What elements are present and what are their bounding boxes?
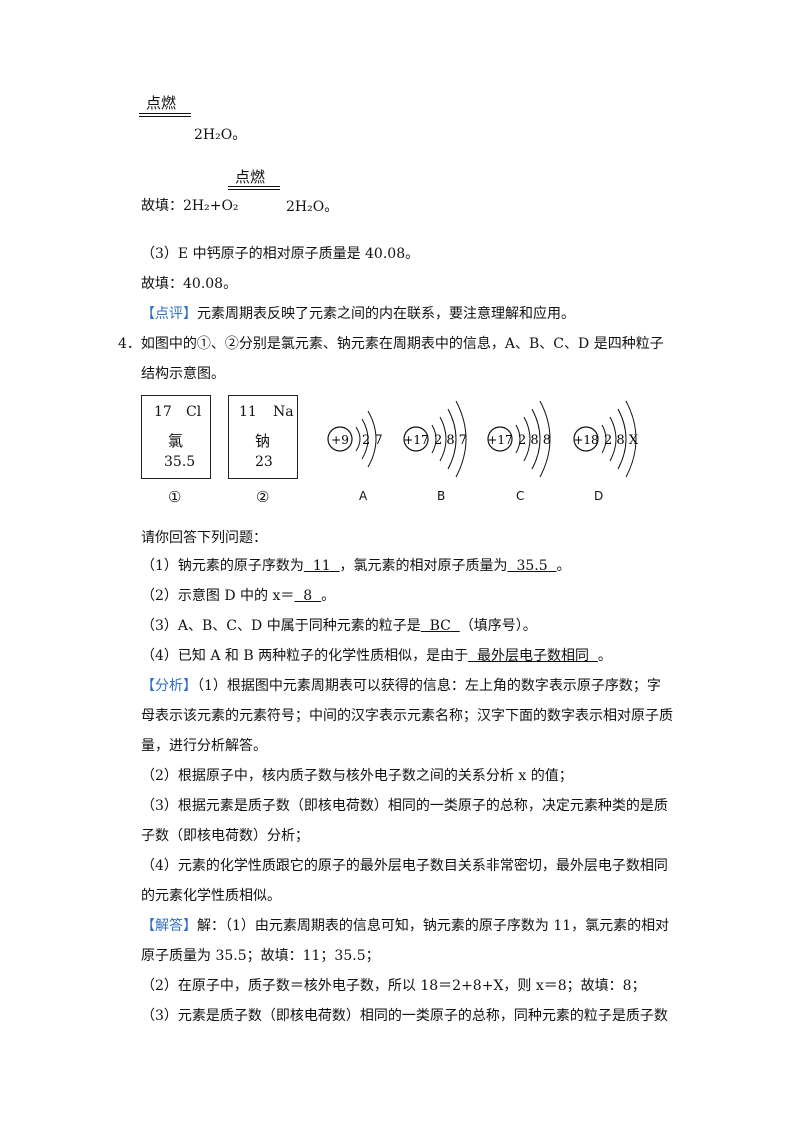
solution-text-1: 解：（1）由元素周期表的信息可知，钠元素的原子序数为 11，氯元素的相对: [197, 918, 670, 934]
analysis-text-1: （1）根据图中元素周期表可以获得的信息：左上角的数字表示原子序数；字: [197, 678, 661, 694]
subquestion-1-text-2: ，氯元素的相对原子质量为: [339, 558, 508, 574]
subquestion-4-end: 。: [597, 648, 612, 664]
subquestion-1: （1）钠元素的原子序数为 11 ，氯元素的相对原子质量为 35.5 。: [141, 556, 571, 576]
figure-label-1: ①: [168, 488, 182, 506]
solution-line-3: （2）在原子中，质子数＝核外电子数，所以 18＝2+8+X，则 x＝8；故填：8…: [141, 978, 646, 994]
answer-blank-1: 11: [303, 558, 340, 574]
shells-a: 2 7: [362, 433, 383, 448]
analysis-line-6: 子数（即核电荷数）分析；: [141, 828, 309, 844]
comment-text: 元素周期表反映了元素之间的内在联系，要注意理解和应用。: [197, 306, 575, 322]
shells-b: 2 8 7: [434, 433, 467, 448]
atomic-mass: 23: [255, 454, 273, 470]
nucleus-c: +17: [487, 433, 512, 447]
nucleus-a: +9: [331, 433, 349, 447]
comment-line: 【点评】元素周期表反映了元素之间的内在联系，要注意理解和应用。: [141, 304, 575, 324]
questions-intro: 请你回答下列问题：: [141, 530, 267, 546]
solution-line-4: （3）元素是质子数（即核电荷数）相同的一类原子的总称，同种元素的粒子是质子数: [141, 1008, 668, 1024]
subquestion-2: （2）示意图 D 中的 x＝ 8 。: [141, 586, 335, 606]
particle-b: +17 2 8 7: [403, 400, 467, 478]
figure-label-a: A: [359, 489, 368, 503]
subquestion-1-text: （1）钠元素的原子序数为: [141, 558, 304, 574]
question4-line1: 4．如图中的①、②分别是氯元素、钠元素在周期表中的信息，A、B、C、D 是四种粒…: [118, 336, 664, 352]
figure-label-b: B: [437, 489, 446, 503]
nucleus-d: +18: [573, 433, 598, 447]
analysis-line-5: （3）根据元素是质子数（即核电荷数）相同的一类原子的总称，决定元素种类的是质: [141, 798, 668, 814]
reaction-condition-2: 点燃: [235, 168, 266, 186]
analysis-line-3: 量，进行分析解答。: [141, 738, 267, 754]
subquestion-3: （3）A、B、C、D 中属于同种元素的粒子是 BC （填序号）。: [141, 616, 537, 636]
product-text-1: 2H₂O。: [194, 127, 247, 143]
question4-line2: 结构示意图。: [141, 366, 225, 382]
answer-blank-2: 35.5: [507, 558, 557, 574]
element-symbol: Cl: [186, 404, 202, 420]
answer-equation: 故填：2H₂+O₂: [141, 196, 239, 216]
element-symbol: Na: [273, 404, 294, 420]
nucleus-b: +17: [403, 433, 428, 447]
solution-line-1: 【解答】解：（1）由元素周期表的信息可知，钠元素的原子序数为 11，氯元素的相对: [141, 916, 669, 936]
solution-tag: 【解答】: [141, 918, 197, 934]
subquestion-2-text: （2）示意图 D 中的 x＝: [141, 588, 295, 604]
element-name: 氯: [168, 432, 184, 450]
answer-product: 2H₂O。: [286, 199, 339, 215]
analysis-line-4: （2）根据原子中，核内质子数与核外电子数之间的关系分析 x 的值；: [141, 768, 573, 784]
part3-statement: （3）E 中钙原子的相对原子质量是 40.08。: [141, 246, 420, 262]
subquestion-3-text: （3）A、B、C、D 中属于同种元素的粒子是: [141, 618, 421, 634]
particle-d: +18 2 8 X: [573, 400, 639, 478]
comment-tag: 【点评】: [141, 306, 197, 322]
answer-reactants: 故填：2H₂+O₂: [141, 198, 239, 214]
subquestion-3-end: （填序号）。: [459, 618, 537, 634]
answer-blank-5: 最外层电子数相同: [468, 648, 598, 664]
subquestion-4: （4）已知 A 和 B 两种粒子的化学性质相似，是由于 最外层电子数相同 。: [141, 646, 612, 666]
answer-blank-3: 8: [294, 588, 322, 604]
atomic-number: 17: [154, 404, 172, 420]
equals-bar-1: [139, 113, 191, 117]
shells-d: 2 8 X: [604, 433, 639, 448]
atomic-number: 11: [239, 404, 257, 420]
answer-blank-4: BC: [420, 618, 460, 634]
figure-label-c: C: [516, 489, 525, 503]
element-name: 钠: [255, 432, 271, 450]
particle-a: +9 2 7: [327, 410, 383, 468]
subquestion-4-text: （4）已知 A 和 B 两种粒子的化学性质相似，是由于: [141, 648, 469, 664]
element-box-chlorine: 17 Cl 氯 35.5: [141, 395, 211, 479]
analysis-line-1: 【分析】（1）根据图中元素周期表可以获得的信息：左上角的数字表示原子序数；字: [141, 676, 661, 696]
part3-answer: 故填：40.08。: [141, 276, 238, 292]
figure-label-d: D: [594, 489, 604, 503]
analysis-tag: 【分析】: [141, 678, 197, 694]
element-box-sodium: 11 Na 钠 23: [228, 395, 298, 479]
solution-line-2: 原子质量为 35.5；故填：11；35.5；: [141, 948, 380, 964]
subquestion-1-end: 。: [556, 558, 571, 574]
figure-label-2: ②: [256, 488, 270, 506]
equals-bar-2: [228, 186, 280, 190]
shells-c: 2 8 8: [518, 433, 551, 448]
analysis-line-2: 母表示该元素的元素符号；中间的汉字表示元素名称；汉字下面的数字表示相对原子质: [141, 708, 673, 724]
analysis-line-7: （4）元素的化学性质跟它的原子的最外层电子数目关系非常密切，最外层电子数相同: [141, 858, 668, 874]
particle-diagrams: +9 2 7 +17 2 8 7 +17 2 8 8 +18 2 8 X: [327, 400, 639, 478]
atomic-mass: 35.5: [164, 454, 196, 470]
particle-c: +17 2 8 8: [487, 400, 551, 478]
subquestion-2-end: 。: [321, 588, 336, 604]
reaction-condition-1: 点燃: [146, 94, 177, 112]
analysis-line-8: 的元素化学性质相似。: [141, 888, 281, 904]
